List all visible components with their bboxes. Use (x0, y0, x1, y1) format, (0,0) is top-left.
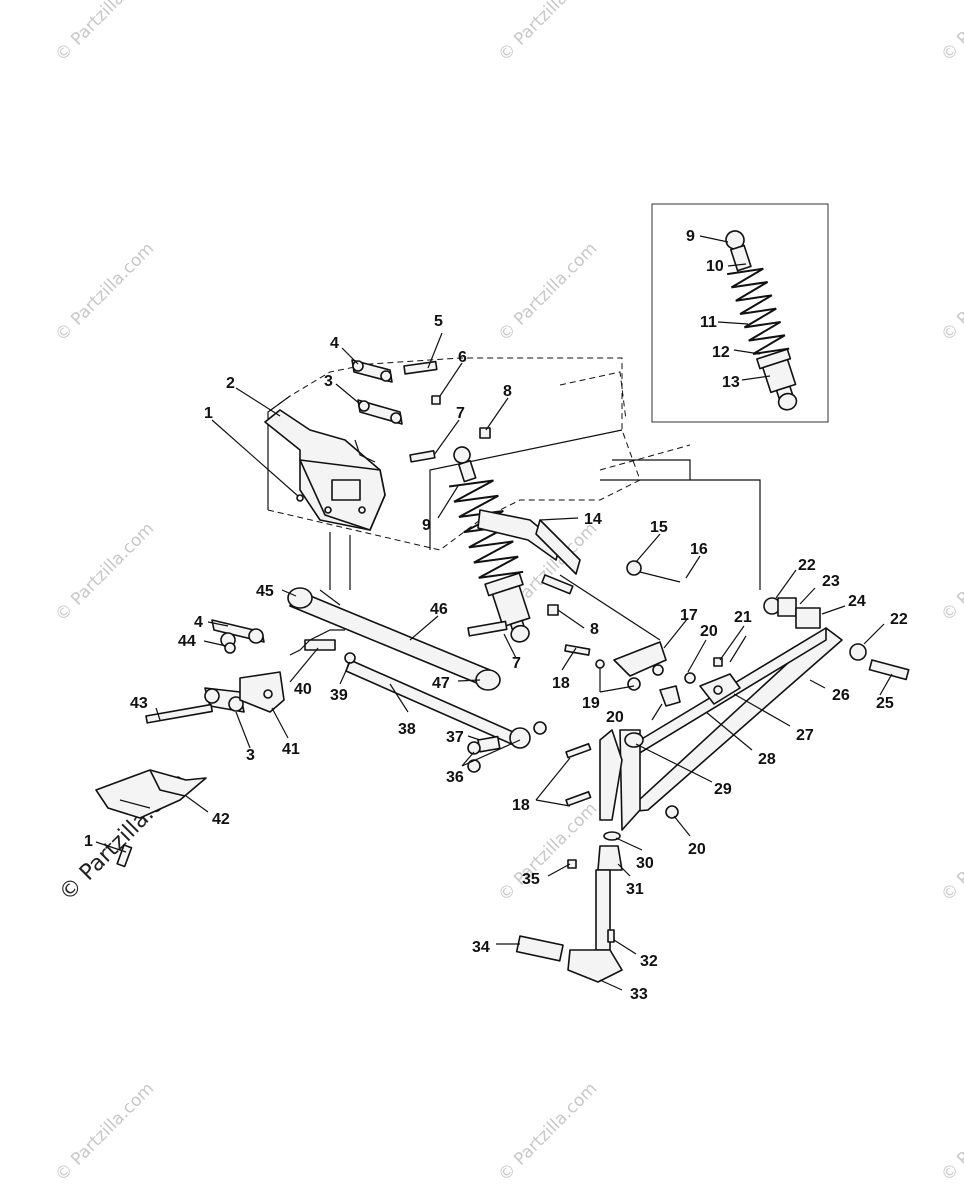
callout-18-lower: 18 (512, 797, 530, 814)
watermark: © Partzilla.com (51, 0, 158, 66)
inset-callout-10: 10 (706, 258, 724, 275)
callout-8: 8 (503, 383, 512, 400)
callout-labels: 1 2 3 4 5 6 7 8 9 14 15 16 45 46 4 44 8 … (84, 313, 908, 1003)
watermark: © Partzilla.com (937, 799, 964, 906)
callout-16: 16 (690, 541, 708, 558)
callout-21: 21 (734, 609, 752, 626)
inset-callout-13: 13 (722, 374, 740, 391)
watermark: © Partzilla.com (494, 1079, 601, 1186)
callout-17: 17 (680, 607, 698, 624)
callout-2: 2 (226, 375, 235, 392)
callout-23: 23 (822, 573, 840, 590)
callout-33: 33 (630, 986, 648, 1003)
watermark: © Partzilla.com (51, 239, 158, 346)
callout-43: 43 (130, 695, 148, 712)
callout-45: 45 (256, 583, 274, 600)
watermark: © Partzilla.com (51, 1079, 158, 1186)
main-shock-absorber (448, 446, 531, 643)
front-bracket (264, 409, 386, 531)
center-bolts (467, 427, 559, 637)
callout-32: 32 (640, 953, 658, 970)
watermark: © Partzilla.com (494, 799, 601, 906)
callout-9: 9 (422, 517, 431, 534)
callout-25: 25 (876, 695, 894, 712)
callout-3-lower: 3 (246, 747, 255, 764)
callout-7: 7 (456, 405, 465, 422)
watermark: © Partzilla.com (51, 519, 158, 626)
callout-29: 29 (714, 781, 732, 798)
callout-14: 14 (584, 511, 602, 528)
callout-36: 36 (446, 769, 464, 786)
lower-control-rod (345, 659, 547, 773)
watermark: © Partzilla.com (494, 0, 601, 66)
watermark: © Partzilla.com (937, 0, 964, 66)
watermark: © Partzilla.com (937, 239, 964, 346)
watermark: © Partzilla.com (937, 519, 964, 626)
callout-3: 3 (324, 373, 333, 390)
upper-links (351, 359, 441, 463)
callout-41: 41 (282, 741, 300, 758)
callout-26: 26 (832, 687, 850, 704)
callout-18-upper: 18 (552, 675, 570, 692)
upper-control-rod (287, 587, 501, 691)
callout-22-left: 22 (798, 557, 816, 574)
callout-7-lower: 7 (512, 655, 521, 672)
inset-callout-9: 9 (686, 228, 695, 245)
right-bushings (763, 597, 910, 681)
callout-20-upper: 20 (700, 623, 718, 640)
callout-42: 42 (212, 811, 230, 828)
callout-6: 6 (458, 349, 467, 366)
pivot-arm (477, 509, 681, 641)
callout-4-lower: 4 (194, 614, 203, 631)
callout-37: 37 (446, 729, 464, 746)
callout-4: 4 (330, 335, 339, 352)
inset-callout-12: 12 (712, 344, 730, 361)
callout-38: 38 (398, 721, 416, 738)
callout-1-lower: 1 (84, 833, 93, 850)
callout-1: 1 (204, 405, 213, 422)
callout-27: 27 (796, 727, 814, 744)
inset-callout-11: 11 (700, 314, 717, 331)
shock-inset: 9 10 11 12 13 (651, 203, 829, 423)
callout-20-lower: 20 (688, 841, 706, 858)
callout-24: 24 (848, 593, 866, 610)
callout-19: 19 (582, 695, 600, 712)
callout-8-lower: 8 (590, 621, 599, 638)
skid-plate (95, 769, 207, 868)
callout-47: 47 (432, 675, 450, 692)
watermark: © Partzilla.com (494, 239, 601, 346)
callout-28: 28 (758, 751, 776, 768)
leader-lines (95, 332, 893, 991)
callout-30: 30 (636, 855, 654, 872)
callout-20-mid: 20 (606, 709, 624, 726)
watermark: © Partzilla.com (937, 1079, 964, 1186)
link-bracket (564, 641, 741, 819)
left-mount-plates (145, 619, 356, 724)
callout-5: 5 (434, 313, 443, 330)
callout-35: 35 (522, 871, 540, 888)
callout-34: 34 (472, 939, 490, 956)
callout-44: 44 (178, 633, 196, 650)
frame-outline (267, 357, 761, 590)
callout-39: 39 (330, 687, 348, 704)
callout-40: 40 (294, 681, 312, 698)
callout-15: 15 (650, 519, 668, 536)
spindle-assembly (515, 729, 644, 983)
callout-22-right: 22 (890, 611, 908, 628)
callout-46: 46 (430, 601, 448, 618)
callout-31: 31 (626, 881, 644, 898)
inset-shock-absorber (725, 230, 798, 411)
